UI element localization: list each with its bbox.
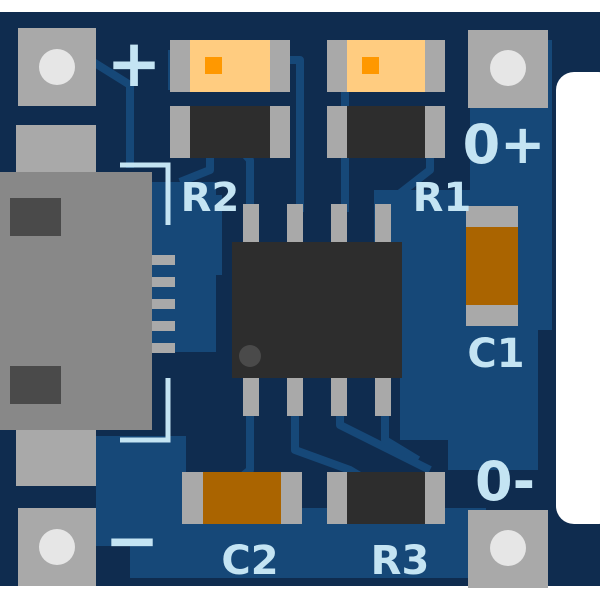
label-r3: R3 [371,538,430,584]
label-minus-input: − [104,502,159,579]
label-r2: R2 [181,175,240,221]
label-plus-input: + [106,25,161,102]
usb-mount-top [16,125,96,177]
capacitor-c1 [466,206,518,326]
usb-pins [145,255,175,353]
ic-chip [232,242,402,378]
micro-usb-connector [0,125,175,486]
pad-minus-output [468,510,548,588]
board-edge-cutout [556,72,600,524]
label-out-minus: 0- [475,450,535,513]
resistor-r2 [170,106,290,158]
usb-latch-top [10,198,61,236]
label-r1: R1 [413,175,472,221]
label-c2: C2 [221,538,278,584]
pad-plus-output [468,30,548,108]
silkscreen-labels: + − 0+ 0- R2 R1 C1 C2 R3 [104,25,545,584]
usb-silk-outline [120,162,171,443]
ic-pins [243,204,391,416]
ic-pin1-marker [239,345,261,367]
led-right [327,40,445,92]
pad-minus-input [18,508,96,586]
pad-plus-input [18,28,96,106]
led-left [170,40,290,92]
usb-mount-bottom [16,428,96,486]
usb-latch-bottom [10,366,61,404]
resistor-r3 [327,472,445,524]
capacitor-c2 [182,472,302,524]
label-c1: C1 [467,331,524,377]
resistor-r1 [327,106,445,158]
label-out-plus: 0+ [463,113,546,176]
